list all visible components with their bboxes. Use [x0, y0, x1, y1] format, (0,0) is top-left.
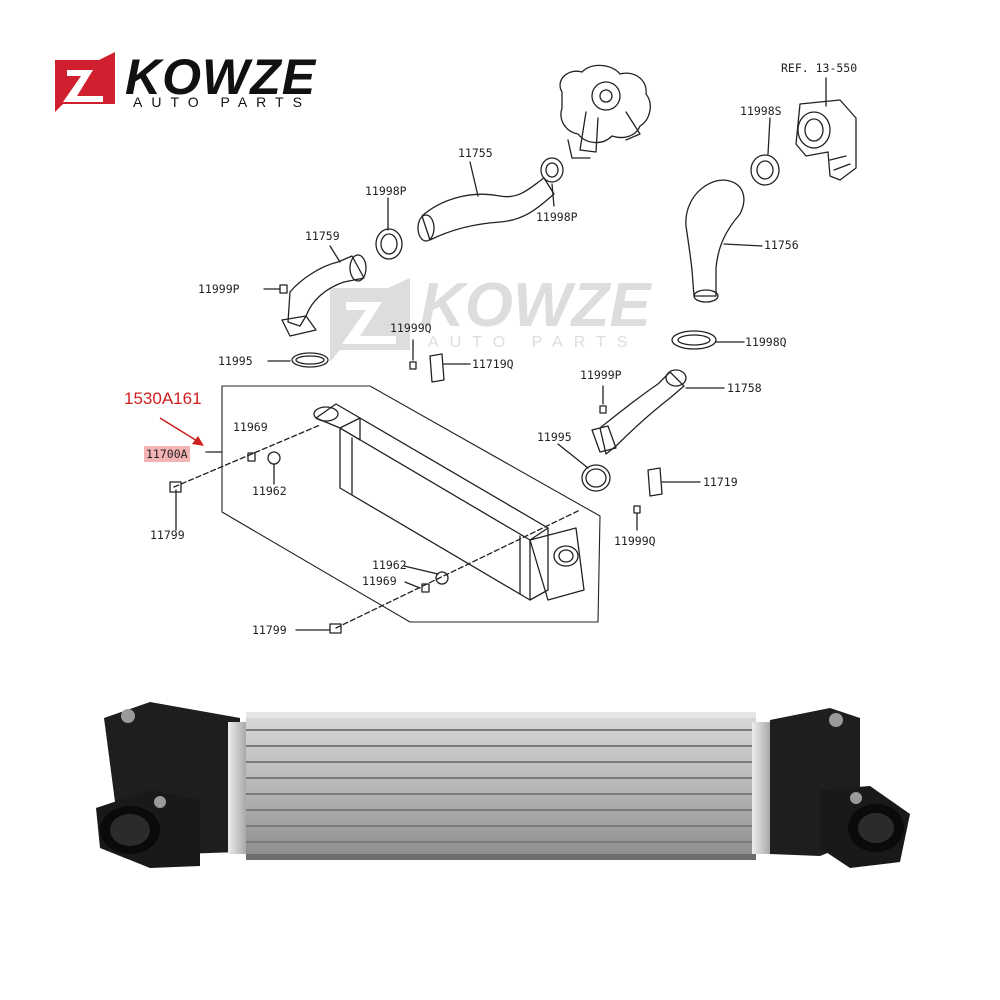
callout-11999q-upper: 11999Q: [390, 321, 432, 335]
throttle-body-drawing: [795, 99, 857, 181]
callout-11799-left: 11799: [150, 528, 185, 542]
callout-11962-left: 11962: [252, 484, 287, 498]
callout-11998q: 11998Q: [745, 335, 787, 349]
callout-11799-right: 11799: [252, 623, 287, 637]
callout-11969-left: 11969: [233, 420, 268, 434]
turbocharger-drawing: [559, 64, 651, 159]
callout-11969-right: 11969: [362, 574, 397, 588]
callout-11962-right: 11962: [372, 558, 407, 572]
callout-11995-lower: 11995: [537, 430, 572, 444]
callout-11999p-right: 11999P: [580, 368, 622, 382]
callout-11995-upper: 11995: [218, 354, 253, 368]
watermark-name: KOWZE: [420, 271, 651, 340]
right-end-tank: [752, 708, 910, 868]
callout-11999p-left: 11999P: [198, 282, 240, 296]
part-number-highlight: 11700A: [144, 446, 190, 462]
callout-11759: 11759: [305, 229, 340, 243]
callout-11999q-lower: 11999Q: [614, 534, 656, 548]
intercooler-drawing: [313, 403, 585, 601]
oem-number-label: 1530A161: [124, 389, 202, 408]
watermark-logo-icon: [330, 278, 410, 362]
brand-logo-mark-icon: [55, 52, 115, 112]
callout-11758: 11758: [727, 381, 762, 395]
callout-11998p-right: 11998P: [536, 210, 578, 224]
intercooler-core: [246, 712, 756, 860]
brand-logo: KOWZE AUTO PARTS: [55, 49, 375, 112]
callout-11756: 11756: [764, 238, 799, 252]
callout-11998s: 11998S: [740, 104, 782, 118]
exploded-view-drawing: [159, 64, 857, 634]
intercooler-photo: [96, 702, 910, 868]
watermark: KOWZE AUTO PARTS: [330, 271, 730, 373]
callout-11755: 11755: [458, 146, 493, 160]
callout-11998p-left: 11998P: [365, 184, 407, 198]
callout-11719q: 11719Q: [472, 357, 514, 371]
callout-11719: 11719: [703, 475, 738, 489]
brand-tagline: AUTO PARTS: [133, 94, 311, 110]
watermark-tagline: AUTO PARTS: [428, 334, 639, 351]
reference-label: REF. 13-550: [781, 61, 858, 75]
brand-name: KOWZE: [125, 49, 317, 105]
left-end-tank: [96, 702, 246, 868]
